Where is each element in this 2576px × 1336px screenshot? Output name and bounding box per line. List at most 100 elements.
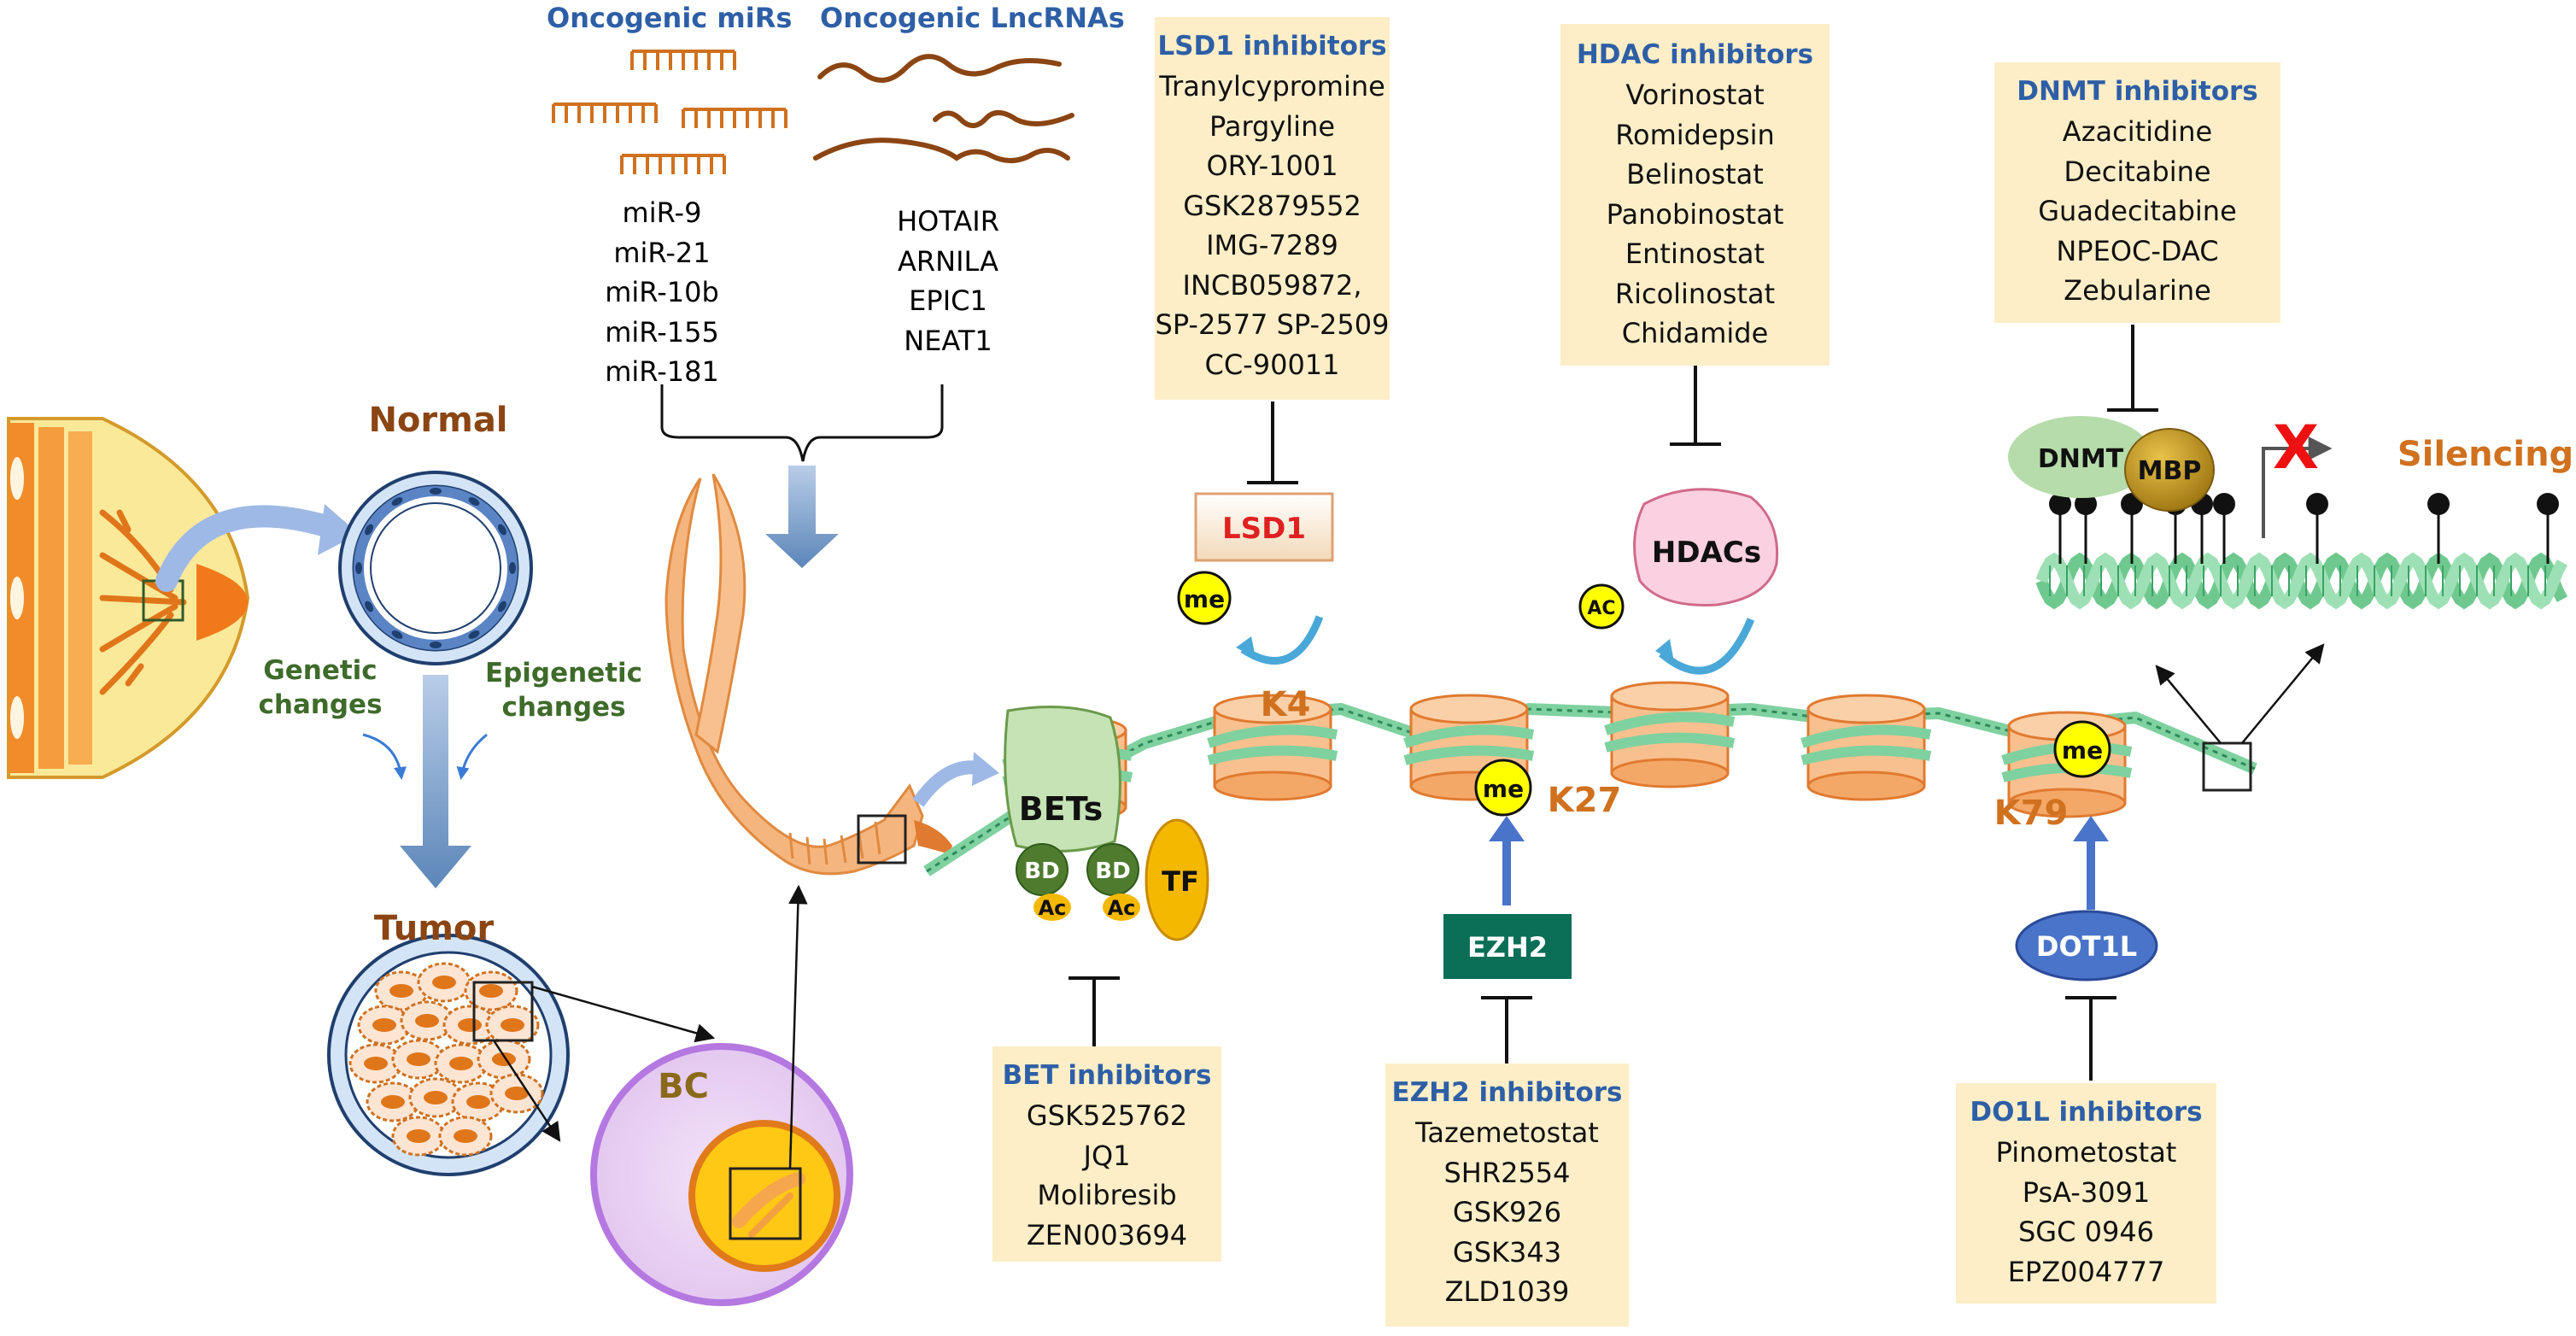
inhibitor-item: GSK525762 [1026,1099,1188,1132]
mir-item: miR-9 [622,196,702,229]
x-mark: X [2273,413,2319,483]
duct-cell-nucleus [355,562,362,574]
tumor-cell-nucleus [479,984,503,998]
genetic-change-arrow [362,733,407,780]
mir-item: miR-10b [605,276,719,308]
inhibitor-item: EPZ004777 [2007,1255,2165,1288]
progression-arrow [400,675,471,888]
methyl-mark-k27: me [1474,759,1532,817]
inhibitor-item: Ricolinostat [1614,277,1776,310]
duct-cell-nucleus [498,524,506,536]
methyl-group [2049,493,2071,515]
dna-backbone-pattern [926,707,2256,873]
inhibitor-item: Entinostat [1625,237,1765,270]
inhibitor-item: INCB059872, [1182,268,1362,302]
nucleosome-bottom [1213,771,1332,801]
hdac-inhibitors-box: HDAC inhibitors Vorinostat Romidepsin Be… [1560,24,1830,366]
dna-strand [923,702,2257,876]
inhibitor-item: Panobinostat [1606,197,1784,231]
tumor-cell-nucleus [415,1014,439,1028]
ac-label-1: Ac [1039,896,1067,920]
curved-arrow-to-normal-duct [155,505,348,592]
methyl-mark-k79: me [2053,720,2111,778]
svg-text:me: me [1184,585,1225,613]
inhibition-bars [1068,325,2158,1081]
epigenetic-changes-label: Epigenetic changes [484,658,643,723]
duct-cell-nucleus [365,601,373,612]
tumor-cell-nucleus [454,1129,477,1143]
svg-text:AC: AC [1587,598,1615,619]
svg-text:me: me [1483,775,1524,803]
dnmt-inhibitors-box: DNMT inhibitors Azacitidine Decitabine G… [1994,62,2280,323]
nucleosome-top [1409,694,1529,724]
methyl-group [2306,493,2328,515]
nucleosome-bottom [1806,771,1926,801]
lncrna-item: ARNILA [898,244,998,278]
oncogenic-mirs-list: miR-9 miR-21 miR-10b miR-155 miR-181 [589,193,735,392]
ncrna-effect-arrow [765,466,839,568]
dna-wrap [1604,732,1736,753]
bet-inhibitors-title: BET inhibitors [1002,1060,1212,1091]
tumor-cell-nucleus [389,984,413,998]
dna-wrap [1800,745,1932,765]
acetyl-mark: AC [1578,583,1625,630]
dot1l-inhibitors-box: DO1L inhibitors Pinometostat PsA-3091 SG… [1956,1083,2216,1304]
inhibitor-item: Romidepsin [1615,118,1775,151]
inhibitor-item: Pinometostat [1995,1136,2177,1169]
duct-cell-nucleus [468,497,480,506]
oncogenic-lncrnas-list: HOTAIR ARNILA EPIC1 NEAT1 [880,202,1016,360]
dot1l-inhibitors-title: DO1L inhibitors [1970,1097,2203,1128]
methyl-group [2427,493,2450,515]
mir-item: miR-21 [613,236,711,269]
svg-text:me: me [2062,736,2103,765]
dnmt-label: DNMT [2038,444,2124,474]
nucleosome-bottom [1610,758,1730,788]
inhibitor-item: Molibresib [1037,1179,1177,1211]
inhibitor-item: SHR2554 [1443,1156,1571,1189]
inhibitor-item: SGC 0946 [2017,1216,2155,1248]
tumor-cell-nucleus [372,1018,396,1032]
methyl-group [2075,493,2097,515]
helix-strand [2035,552,2568,610]
ezh2-inhibitors-box: EZH2 inhibitors Tazemetostat SHR2554 GSK… [1385,1064,1629,1327]
inhibitor-item: ORY-1001 [1206,149,1338,182]
duct-cell-nucleus [509,562,516,574]
ezh2-label: EZH2 [1467,931,1548,964]
bc-label: BC [658,1067,709,1106]
inhibitor-item: Vorinostat [1625,79,1765,111]
dna-wrap [1604,712,1736,735]
cell-to-chromosome-arrow [788,884,808,1169]
bd-label-2: BD [1095,858,1130,884]
normal-label: Normal [368,401,507,440]
hdacs-label: HDACs [1652,536,1761,570]
tumor-cell-nucleus [432,976,456,989]
bet-inhibitors-box: BET inhibitors GSK525762 JQ1 Molibresib … [992,1046,1221,1262]
inhibitor-item: Pargyline [1209,109,1336,143]
dot1l-protein: DOT1L [2015,910,2158,981]
tumor-cell-nucleus [505,1087,529,1100]
tumor-label: Tumor [374,909,495,948]
nucleosome-bottom [2007,788,2127,818]
tumor-cell-nucleus [466,1095,490,1109]
oncogenic-mirs-title: Oncogenic miRs [547,2,793,34]
nucleosome-top [1806,694,1926,724]
breast-cancer-cell [590,1043,853,1306]
mirna-symbols [552,50,787,174]
inhibitor-item: ZEN003694 [1026,1218,1188,1251]
bets-complex: BETs TF BD BD Ac Ac [1004,706,1209,941]
inhibitor-item: IMG-7289 [1206,229,1338,261]
dot1l-label: DOT1L [2036,930,2137,963]
k27-label: K27 [1548,781,1622,820]
hdac-deacetylation-arrow [1659,618,1755,675]
lncrna-item: HOTAIR [897,205,999,237]
methyl-group [2213,493,2235,515]
dna-wraps [1002,712,2133,787]
inhibitor-item: Decitabine [2064,155,2211,188]
inhibitor-item: GSK2879552 [1183,189,1361,222]
inhibitor-item: Azacitidine [2062,115,2213,148]
inhibitor-item: JQ1 [1083,1139,1131,1172]
writer-arrows [1489,816,2109,910]
lsd1-inhibitors-title: LSD1 inhibitors [1157,31,1387,62]
